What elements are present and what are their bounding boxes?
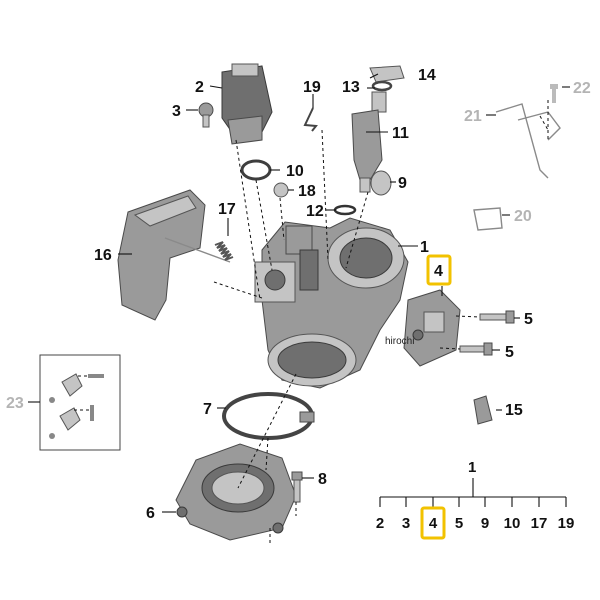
callout-13[interactable]: 13 [342, 79, 360, 96]
tree-item-9[interactable]: 9 [481, 515, 489, 532]
dashed-assembly-lines [74, 100, 549, 544]
callout-18[interactable]: 18 [298, 183, 316, 200]
highlight-box-4 [426, 254, 452, 286]
callout-14[interactable]: 14 [418, 67, 436, 84]
tree-item-4[interactable]: 4 [429, 515, 438, 532]
part-22-bolt[interactable] [550, 84, 558, 103]
callout-10[interactable]: 10 [286, 163, 304, 180]
tree-root[interactable]: 1 [468, 459, 476, 476]
tree-item-10[interactable]: 10 [504, 515, 521, 532]
callout-8[interactable]: 8 [318, 471, 327, 488]
callout-7[interactable]: 7 [203, 401, 212, 418]
callout-12[interactable]: 12 [306, 203, 324, 220]
callout-16[interactable]: 16 [94, 247, 112, 264]
part-20-clip[interactable] [473, 207, 503, 231]
part-23-kit-box[interactable] [39, 354, 121, 451]
watermark: hirochi [385, 336, 414, 347]
part-11-injector[interactable] [351, 91, 387, 193]
callout-5-upper[interactable]: 5 [524, 311, 533, 328]
highlight-box-tree-4 [420, 506, 446, 540]
part-10-o-ring[interactable] [240, 159, 272, 181]
part-6-intake-boot[interactable] [175, 443, 297, 541]
callout-9[interactable]: 9 [398, 175, 407, 192]
tree-item-19[interactable]: 19 [558, 515, 575, 532]
callout-20[interactable]: 20 [514, 208, 532, 225]
callout-6[interactable]: 6 [146, 505, 155, 522]
part-13-seal[interactable] [371, 80, 393, 92]
part-9-cap[interactable] [370, 170, 392, 196]
part-12-seal[interactable] [333, 204, 357, 216]
callout-4[interactable]: 4 [434, 263, 443, 280]
part-8-screw[interactable] [291, 471, 303, 503]
tree-item-17[interactable]: 17 [531, 515, 548, 532]
part-15-bracket[interactable] [473, 395, 493, 425]
callout-22[interactable]: 22 [573, 80, 591, 97]
part-14-clip[interactable] [369, 65, 405, 83]
part-2-throttle-sensor[interactable] [221, 63, 273, 145]
part-7-hose-clamp[interactable] [222, 392, 315, 440]
part-21-bracket[interactable] [495, 103, 561, 179]
part-5-screw-upper[interactable] [479, 310, 515, 324]
callout-23[interactable]: 23 [6, 395, 24, 412]
callout-2[interactable]: 2 [195, 79, 204, 96]
tree-item-3[interactable]: 3 [402, 515, 410, 532]
callout-3[interactable]: 3 [172, 103, 181, 120]
callout-17[interactable]: 17 [218, 201, 236, 218]
callout-1[interactable]: 1 [420, 239, 429, 256]
callout-15[interactable]: 15 [505, 402, 523, 419]
tree-item-5[interactable]: 5 [455, 515, 463, 532]
callout-11[interactable]: 11 [392, 125, 409, 142]
part-16-heat-shield[interactable] [117, 189, 231, 321]
callout-19[interactable]: 19 [303, 79, 321, 96]
part-5-screw-lower[interactable] [459, 342, 493, 356]
callout-5-lower[interactable]: 5 [505, 344, 514, 361]
part-1-throttle-body[interactable] [254, 217, 409, 389]
part-19-clip[interactable] [303, 107, 318, 132]
tree-item-2[interactable]: 2 [376, 515, 384, 532]
part-4-sensor[interactable] [403, 289, 461, 367]
part-3-screw[interactable] [198, 102, 214, 128]
callouts: 2 3 10 18 19 13 14 11 9 12 17 16 1 4 5 5… [6, 67, 591, 522]
part-17-spring[interactable] [214, 241, 234, 261]
leader-lines [28, 73, 570, 513]
callout-21[interactable]: 21 [464, 108, 482, 125]
part-18-cap[interactable] [273, 182, 289, 198]
